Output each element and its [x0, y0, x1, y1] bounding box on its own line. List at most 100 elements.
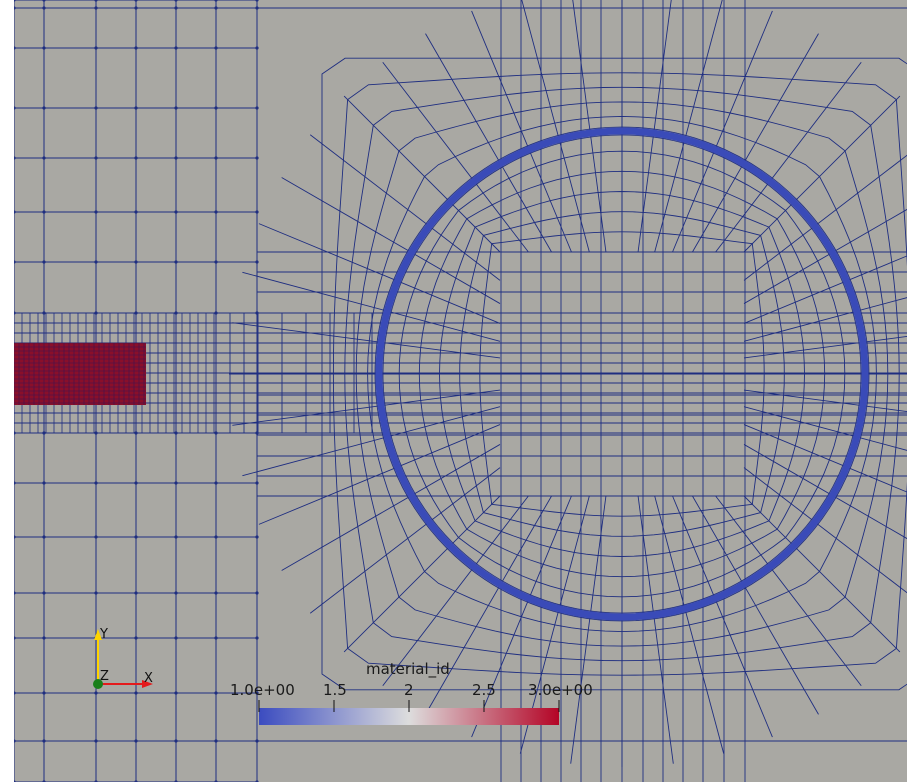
mesh-node [94, 260, 98, 264]
mesh-edge [715, 61, 862, 253]
mesh-node [214, 739, 218, 743]
mesh-node [42, 6, 46, 10]
mesh-edge [242, 271, 501, 342]
mesh-node [14, 739, 16, 743]
colorbar-tick-label: 3.0e+00 [528, 681, 593, 699]
x-axis-label: X [144, 671, 153, 686]
mesh-node [94, 535, 98, 539]
mesh-edge [367, 115, 877, 633]
mesh-node [14, 691, 16, 695]
mesh-node [174, 481, 178, 485]
mesh-node [134, 481, 138, 485]
mesh-node [134, 0, 138, 2]
mesh-node [214, 6, 218, 10]
mesh-edge [321, 57, 907, 691]
mesh-node [14, 0, 16, 2]
mesh-view [14, 0, 907, 782]
mesh-node [134, 46, 138, 50]
mesh-node [42, 591, 46, 595]
mesh-edge [382, 61, 529, 253]
mesh-edge [743, 255, 907, 324]
mesh-node [42, 636, 46, 640]
mesh-node [214, 636, 218, 640]
mesh-node [14, 591, 16, 595]
render-viewport[interactable]: material_id 1.0e+00 1.5 2 2.5 3.0e+00 Y … [14, 0, 907, 782]
mesh-node [14, 535, 16, 539]
mesh-edge [479, 231, 765, 517]
z-axis-label: Z [100, 669, 109, 684]
mesh-node [94, 591, 98, 595]
mesh-edge [743, 208, 907, 304]
mesh-node [14, 636, 16, 640]
colorbar-gradient [259, 708, 559, 725]
x-axis-arrow [142, 680, 153, 688]
mesh-node [134, 636, 138, 640]
mesh-node [134, 739, 138, 743]
mesh-edge [439, 191, 805, 557]
mesh-node [174, 46, 178, 50]
mesh-node [214, 0, 218, 2]
mesh-edge [459, 211, 785, 537]
mesh-edge [344, 86, 900, 662]
mesh-edge [743, 336, 907, 359]
material-block-region [14, 342, 146, 405]
colorbar-title: material_id [366, 660, 450, 678]
mesh-node [42, 0, 46, 2]
orientation-axes [93, 629, 153, 689]
mesh-edge [743, 154, 907, 281]
mesh-node [174, 210, 178, 214]
mesh-edge [258, 424, 501, 525]
mesh-node [134, 691, 138, 695]
mesh-node [94, 106, 98, 110]
mesh-node [94, 156, 98, 160]
mesh-edge [232, 389, 501, 426]
mesh-node [134, 6, 138, 10]
mesh-node [214, 481, 218, 485]
mesh-edge [743, 495, 901, 653]
mesh-node [174, 591, 178, 595]
mesh-edge [398, 150, 846, 598]
mesh-edge [309, 467, 501, 614]
mesh-node [14, 6, 16, 10]
mesh-edge [743, 467, 907, 594]
mesh-node [174, 739, 178, 743]
mesh-node [214, 156, 218, 160]
radial-mesh [229, 0, 907, 782]
mesh-node [134, 156, 138, 160]
mesh-node [174, 6, 178, 10]
mesh-edge [281, 444, 501, 571]
y-axis-label: Y [100, 627, 108, 642]
mesh-edge [743, 424, 907, 493]
mesh-node [174, 260, 178, 264]
y-axis-arrow [94, 629, 102, 640]
mesh-edge [343, 95, 501, 253]
mesh-node [134, 591, 138, 595]
mesh-node [174, 156, 178, 160]
mesh-node [174, 535, 178, 539]
mesh-node [94, 739, 98, 743]
mesh-node [214, 691, 218, 695]
mesh-node [42, 156, 46, 160]
colorbar-tick-label: 1.0e+00 [230, 681, 295, 699]
mesh-edge [382, 495, 529, 687]
mesh-node [42, 210, 46, 214]
mesh-edge [715, 495, 862, 687]
mesh-node [214, 210, 218, 214]
mesh-node [174, 636, 178, 640]
mesh-node [94, 6, 98, 10]
mesh-node [42, 106, 46, 110]
colorbar-tick-label: 2.5 [472, 681, 496, 699]
z-axis-dot [93, 679, 103, 689]
mesh-edge [343, 495, 501, 653]
mesh-node [214, 46, 218, 50]
mesh-node [174, 691, 178, 695]
mesh-node [134, 210, 138, 214]
mesh-edge [232, 322, 501, 359]
mesh-node [134, 260, 138, 264]
mesh-node [14, 260, 16, 264]
mesh-node [174, 0, 178, 2]
mesh-node [14, 210, 16, 214]
mesh-edge [743, 444, 907, 540]
mesh-edge [332, 72, 907, 676]
colorbar-tick-label: 1.5 [323, 681, 347, 699]
